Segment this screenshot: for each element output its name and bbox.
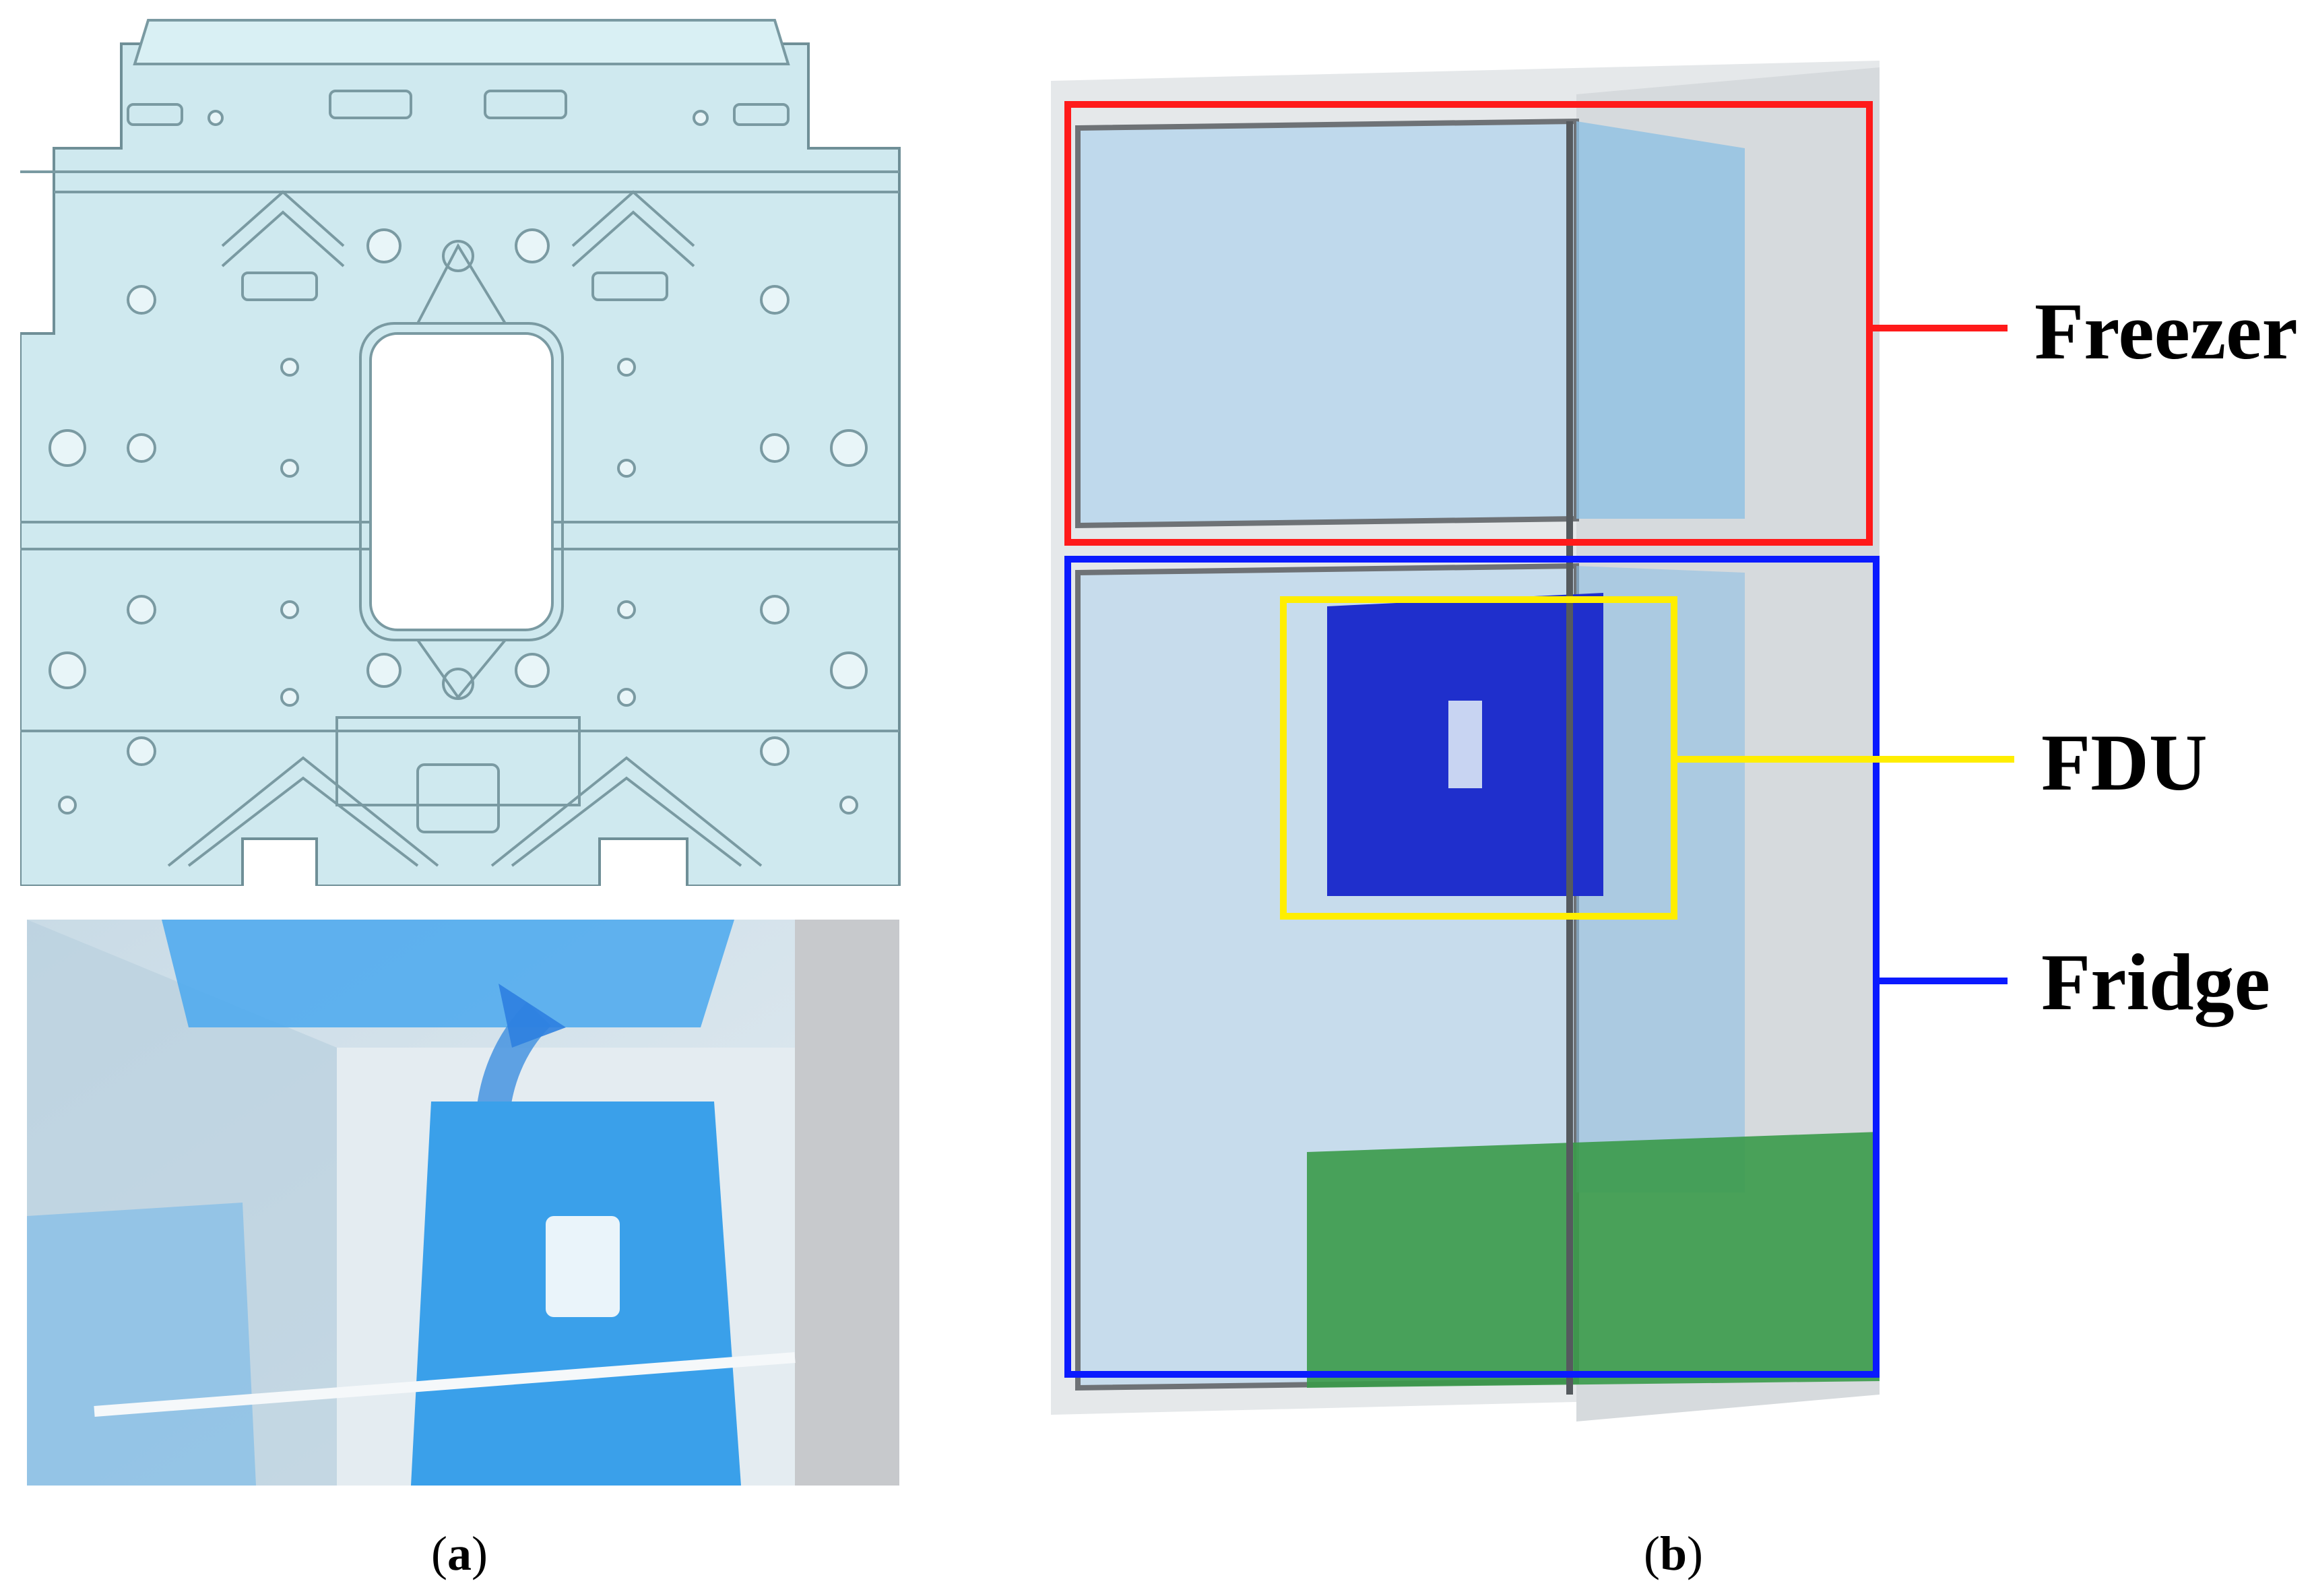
fdu-leader-line (1677, 756, 2014, 763)
caption-b-close: ) (1687, 1527, 1704, 1581)
caption-a-open: ( (431, 1527, 447, 1581)
fridge-leader-line (1880, 978, 2008, 984)
caption-a-close: ) (471, 1527, 488, 1581)
fdu-plate-drawing (20, 17, 903, 886)
caption-b: (b) (1644, 1529, 1703, 1578)
fdu-outline-box (1280, 596, 1677, 920)
caption-a-letter: a (447, 1527, 472, 1581)
caption-a: (a) (431, 1529, 488, 1578)
freezer-outline-box (1064, 101, 1873, 546)
caption-b-letter: b (1659, 1527, 1688, 1581)
fdu-label: FDU (2041, 717, 2208, 807)
refrigerator-cutaway-render (1037, 47, 1900, 1435)
fridge-outline-box (1064, 556, 1880, 1378)
freezer-label: Freezer (2034, 286, 2298, 376)
fdu-airflow-render (27, 920, 899, 1486)
caption-b-open: ( (1644, 1527, 1660, 1581)
fridge-label: Fridge (2041, 937, 2270, 1027)
freezer-leader-line (1873, 325, 2008, 331)
